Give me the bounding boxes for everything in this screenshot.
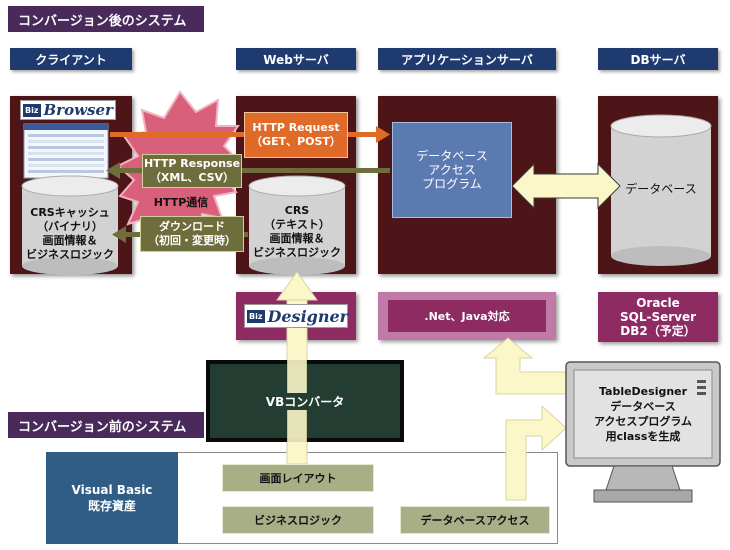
http-response-arrow (106, 162, 390, 179)
screen-layout-box: 画面レイアウト (222, 464, 374, 492)
vb-assets-box: Visual Basic 既存資産 (46, 452, 178, 544)
browser-logo: Biz Browser (20, 100, 116, 120)
business-logic-box: ビジネスロジック (222, 506, 374, 534)
monitor-icon (565, 361, 721, 503)
after-system-header: コンバージョン後のシステム (8, 6, 204, 32)
browser-screenshot-thumbnail (23, 123, 109, 179)
app-db-double-arrow (511, 162, 621, 210)
client-column-header: クライアント (10, 48, 132, 70)
download-label: ダウンロード （初回・変更時） (140, 216, 244, 252)
db-access-program-label: データベース アクセス プログラム (416, 149, 488, 191)
before-system-header: コンバージョン前のシステム (8, 412, 204, 438)
table-designer-label: TableDesigner データベース アクセスプログラム 用classを生成 (593, 385, 693, 443)
designer-logo-text: Designer (267, 306, 349, 326)
db-products-panel: Oracle SQL-Server DB2（予定） (598, 292, 718, 342)
app-server-column-header: アプリケーションサーバ (378, 48, 556, 70)
db-server-column-header: DBサーバ (598, 48, 718, 70)
designer-logo-badge: Biz (247, 309, 265, 323)
browser-logo-text: Browser (43, 101, 113, 119)
dotnet-java-label: .Net、Java対応 (388, 300, 546, 332)
db-access-program-box: データベース アクセス プログラム (392, 122, 512, 218)
crs-text-label: CRS （テキスト） 画面情報＆ ビジネスロジック (253, 204, 341, 259)
crs-text-cylinder (248, 175, 346, 275)
http-response-label: HTTP Response （XML、CSV） (142, 154, 242, 188)
crs-cache-label: CRSキャッシュ （バイナリ） 画面情報＆ ビジネスロジック (26, 206, 114, 261)
db-access-box: データベースアクセス (400, 506, 550, 534)
designer-logo: Biz Designer (244, 304, 348, 328)
crs-cache-cylinder (21, 175, 119, 275)
http-request-label: HTTP Request （GET、POST） (244, 112, 348, 158)
web-server-column-header: Webサーバ (236, 48, 356, 70)
database-label: データベース (625, 182, 697, 196)
browser-logo-badge: Biz (23, 103, 41, 117)
database-cylinder (610, 114, 712, 266)
db-products-label: Oracle SQL-Server DB2（予定） (619, 296, 697, 338)
vb-converter-arrow-segment (287, 360, 307, 442)
http-comm-label: HTTP通信 (153, 196, 209, 209)
